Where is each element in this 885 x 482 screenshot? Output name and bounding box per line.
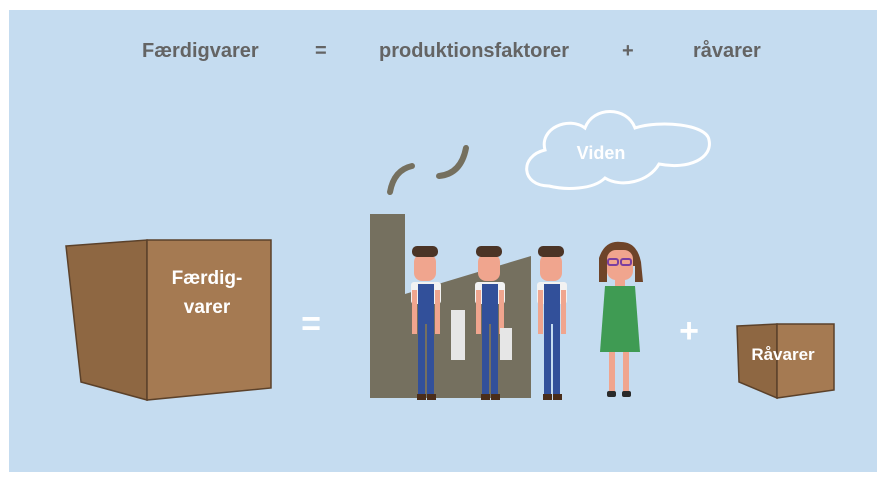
knowledge-worker-icon (599, 241, 643, 397)
equals-sign-icon: = (301, 305, 321, 343)
finished-goods-label-line2: varer (184, 297, 231, 318)
raw-materials-box: Råvarer (736, 323, 835, 400)
worker-icon (411, 246, 465, 400)
diagram-canvas: Færdigvarer = produktionsfaktorer + råva… (9, 10, 877, 472)
plus-sign-icon: + (679, 312, 699, 350)
equation-left-term: Færdigvarer (142, 40, 259, 62)
equation-right-term: råvarer (693, 40, 761, 62)
finished-goods-label-line1: Færdig- (172, 268, 243, 289)
worker-icon (537, 246, 567, 400)
knowledge-cloud-label: Viden (577, 143, 626, 163)
factory-icon (370, 145, 531, 398)
worker-icon (475, 246, 512, 400)
illustration: Færdig- varer = Viden (65, 110, 835, 401)
finished-goods-box: Færdig- varer (65, 239, 272, 401)
equation-plus-sign: + (622, 40, 634, 62)
equation-middle-term: produktionsfaktorer (379, 40, 570, 62)
equation-equals-sign: = (315, 40, 327, 62)
raw-materials-label: Råvarer (751, 345, 815, 364)
knowledge-cloud-icon: Viden (525, 110, 711, 190)
